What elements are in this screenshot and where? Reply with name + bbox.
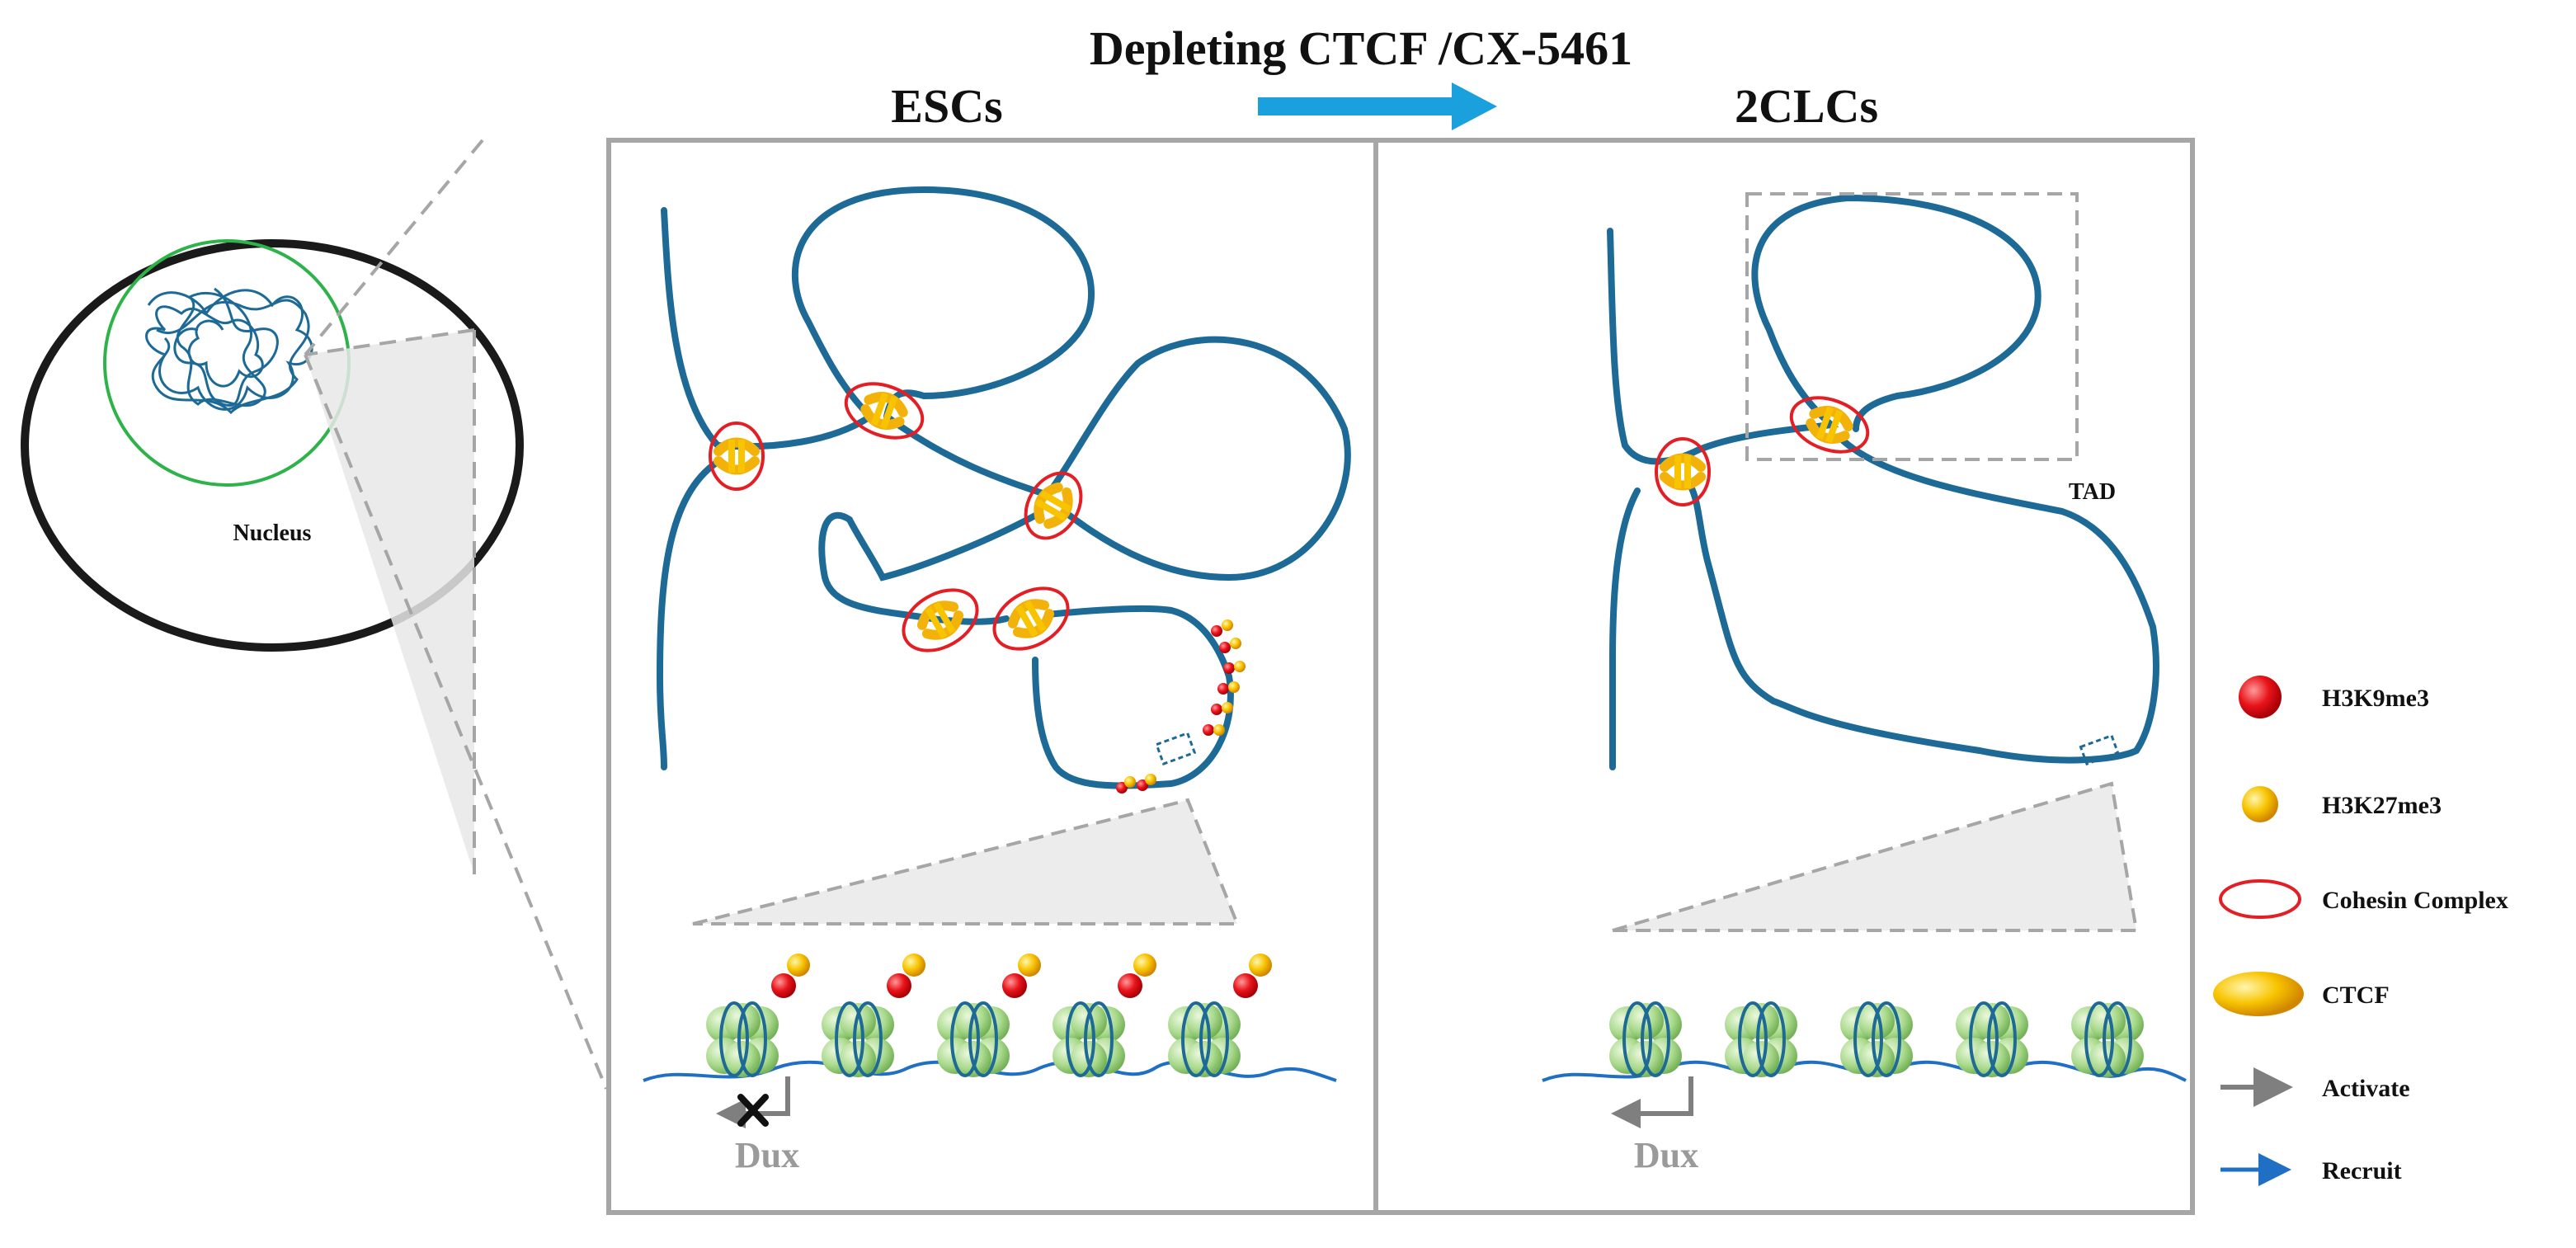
panel-title-escs: ESCs	[891, 79, 1002, 133]
escs-chromatin	[656, 186, 1351, 789]
legend-label-h3k9me3: H3K9me3	[2322, 685, 2429, 712]
panel-title-2clcs: 2CLCs	[1735, 79, 1878, 133]
legend-item-ctcf: CTCF	[2213, 972, 2390, 1016]
tad-box	[1745, 192, 2079, 461]
legend-item-h3k9me3: H3K9me3	[2239, 676, 2429, 718]
2clcs-cohesin-sites	[1655, 396, 1870, 506]
legend-item-cohesin: Cohesin Complex	[2219, 879, 2508, 919]
2clcs-gradient-wedge	[1612, 781, 2139, 932]
2clcs-dux-locus	[2079, 733, 2120, 766]
legend-item-recruit: Recruit	[2220, 1153, 2402, 1186]
nucleus-label: Nucleus	[233, 520, 312, 546]
2clcs-dux-label: Dux	[1634, 1135, 1698, 1175]
tad-label: TAD	[2069, 479, 2116, 505]
2clcs-dux-promoter: Dux	[1611, 1076, 1698, 1175]
escs-dux-promoter: Dux	[716, 1076, 799, 1175]
legend-label-activate: Activate	[2322, 1075, 2410, 1102]
escs-histone-marks	[1116, 619, 1246, 794]
red-sphere-icon	[2239, 676, 2282, 718]
legend-label-cohesin: Cohesin Complex	[2322, 887, 2508, 914]
legend-item-activate: Activate	[2220, 1067, 2410, 1107]
legend: H3K9me3 H3K27me3 Cohesin Complex CTCF Ac…	[2213, 676, 2508, 1186]
legend-label-ctcf: CTCF	[2322, 982, 2390, 1009]
red-ring-icon	[2219, 879, 2301, 919]
escs-nucleosome-array	[643, 954, 1337, 1082]
panel-2clcs	[1373, 138, 2195, 1215]
zoom-projection	[304, 139, 608, 1090]
chromatin-tangle	[145, 287, 313, 415]
2clcs-chromatin	[1607, 194, 2159, 770]
blocked-x-icon	[737, 1094, 769, 1127]
escs-dux-label: Dux	[735, 1135, 799, 1175]
yellow-sphere-icon	[2242, 786, 2278, 822]
legend-item-h3k27me3: H3K27me3	[2242, 786, 2442, 822]
escs-cohesin-sites	[709, 382, 1083, 652]
transition-arrow-icon	[1258, 82, 1497, 130]
legend-label-h3k27me3: H3K27me3	[2322, 792, 2442, 819]
2clcs-nucleosome-array	[1542, 1001, 2187, 1082]
legend-label-recruit: Recruit	[2322, 1157, 2402, 1184]
escs-gradient-wedge	[692, 798, 1240, 925]
page-title: Depleting CTCF /CX-5461	[1090, 21, 1632, 75]
yellow-oval-icon	[2213, 972, 2304, 1016]
